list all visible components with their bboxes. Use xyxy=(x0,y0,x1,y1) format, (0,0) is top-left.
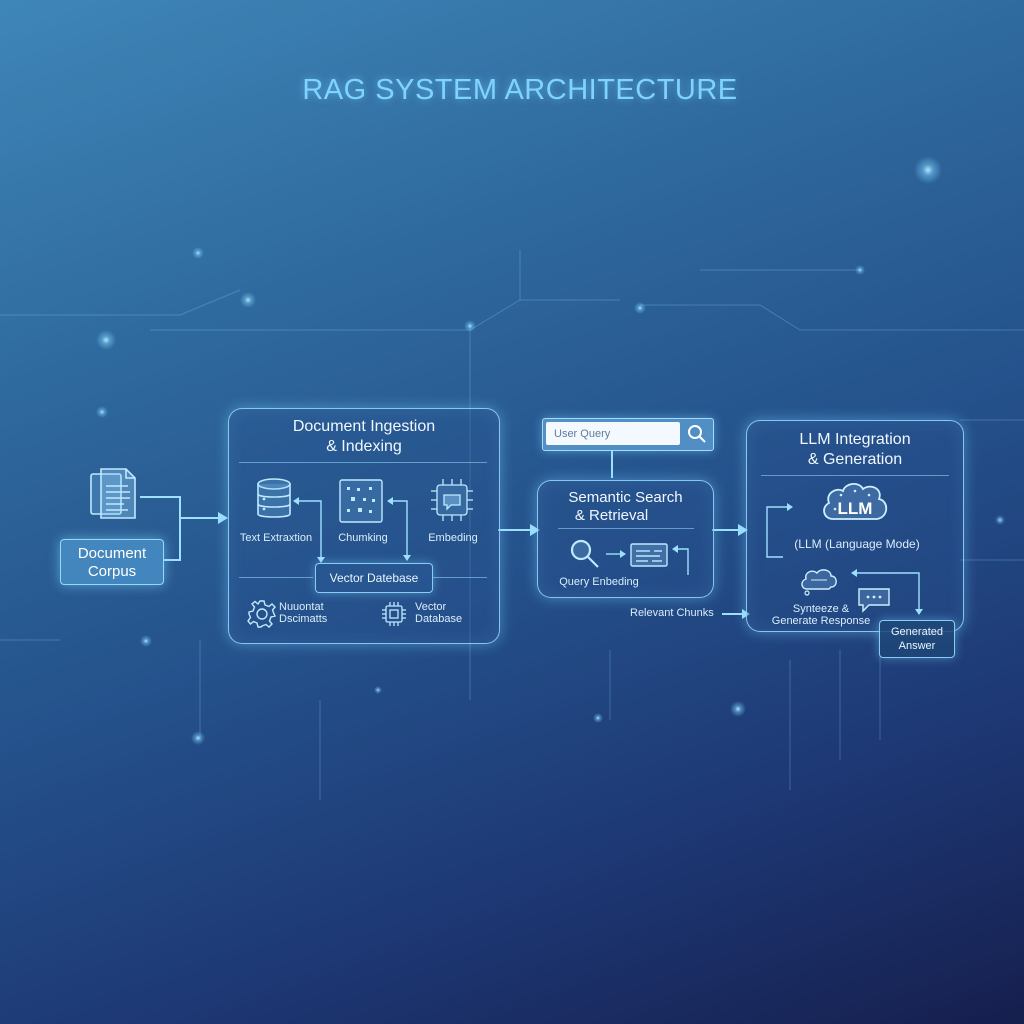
footer-label-metadata-line2: Dscimatts xyxy=(279,613,328,625)
generation-title-line2: & Generation xyxy=(807,451,903,468)
diagram-title: RAG SYSTEM ARCHITECTURE xyxy=(302,74,738,106)
relevant-chunks-label: Relevant Chunks xyxy=(630,607,714,619)
retrieval-divider xyxy=(558,528,694,529)
document-corpus-label-line1: Document xyxy=(77,545,147,562)
query-embedding-label: Query Enbeding xyxy=(559,576,639,588)
search-icon xyxy=(688,425,706,443)
brain-cloud-icon xyxy=(819,479,891,527)
thought-bubble-icon xyxy=(799,567,839,597)
user-query-input[interactable] xyxy=(546,422,680,445)
footer-label-vector-database: Vector Database xyxy=(415,601,475,625)
search-button[interactable] xyxy=(684,421,710,446)
retrieval-panel[interactable]: Semantic Search & Retrieval xyxy=(537,480,714,598)
generated-answer-line1: Generated xyxy=(891,626,943,638)
document-corpus-label-line2: Corpus xyxy=(87,563,137,580)
generation-divider xyxy=(761,475,949,476)
document-stack-icon xyxy=(88,466,140,522)
document-corpus-node[interactable]: Document Corpus xyxy=(60,539,164,585)
llm-label: (LLM (Language Mode) xyxy=(794,537,920,551)
footer-label-vector-database-line1: Vector xyxy=(415,601,447,613)
vector-database-box-label: Vector Datebase xyxy=(329,571,419,585)
llm-badge: LLM xyxy=(837,499,873,518)
magnifier-icon xyxy=(568,537,602,571)
embedding-chip-icon xyxy=(429,477,475,523)
chip-icon xyxy=(381,601,407,627)
vector-database-box[interactable]: Vector Datebase xyxy=(315,563,433,593)
flow-connectors xyxy=(140,450,742,615)
step-label-text-extraction: Text Extraxtion xyxy=(239,532,313,544)
footer-label-metadata-line1: Nuuontat xyxy=(279,601,324,613)
generation-panel[interactable]: LLM Integration & Generation LLM (LLM (L… xyxy=(746,420,964,632)
gear-icon xyxy=(247,599,277,629)
step-label-chunking: Chumking xyxy=(338,532,388,544)
user-query-search xyxy=(542,418,714,451)
chunk-grid-icon xyxy=(339,479,383,523)
corpus-to-ingestion-arrow xyxy=(140,496,218,519)
retrieval-title-line2: & Retrieval xyxy=(574,507,649,524)
synthesize-label-line2: Generate Response xyxy=(771,615,871,627)
database-icon xyxy=(255,477,293,521)
synthesize-label-line1: Synteeze & xyxy=(792,603,850,615)
chat-bubble-icon xyxy=(857,587,891,613)
generated-answer-box[interactable]: Generated Answer xyxy=(879,620,955,658)
footer-label-metadata: Nuuontat Dscimatts xyxy=(279,601,339,625)
generated-answer-line2: Answer xyxy=(898,640,936,652)
embedding-card-icon xyxy=(630,543,668,567)
ingestion-divider-lower xyxy=(239,577,313,578)
retrieval-internal-arrows xyxy=(606,545,689,575)
generation-internal-arrows xyxy=(766,503,923,615)
generation-title-line1: LLM Integration xyxy=(799,431,911,448)
ingestion-title-line1: Document Ingestion xyxy=(292,418,436,435)
footer-label-vector-database-line2: Database xyxy=(415,613,463,625)
ingestion-divider-lower-right xyxy=(433,577,487,578)
ingestion-title-line2: & Indexing xyxy=(326,438,402,455)
ingestion-panel[interactable]: Document Ingestion & Indexing xyxy=(228,408,500,644)
step-label-embedding: Embeding xyxy=(428,532,478,544)
retrieval-title-line1: Semantic Search xyxy=(568,489,683,506)
ingestion-divider xyxy=(239,462,487,463)
ingestion-internal-arrows xyxy=(293,497,411,563)
synthesize-label: Synteeze & Generate Response xyxy=(761,603,881,627)
